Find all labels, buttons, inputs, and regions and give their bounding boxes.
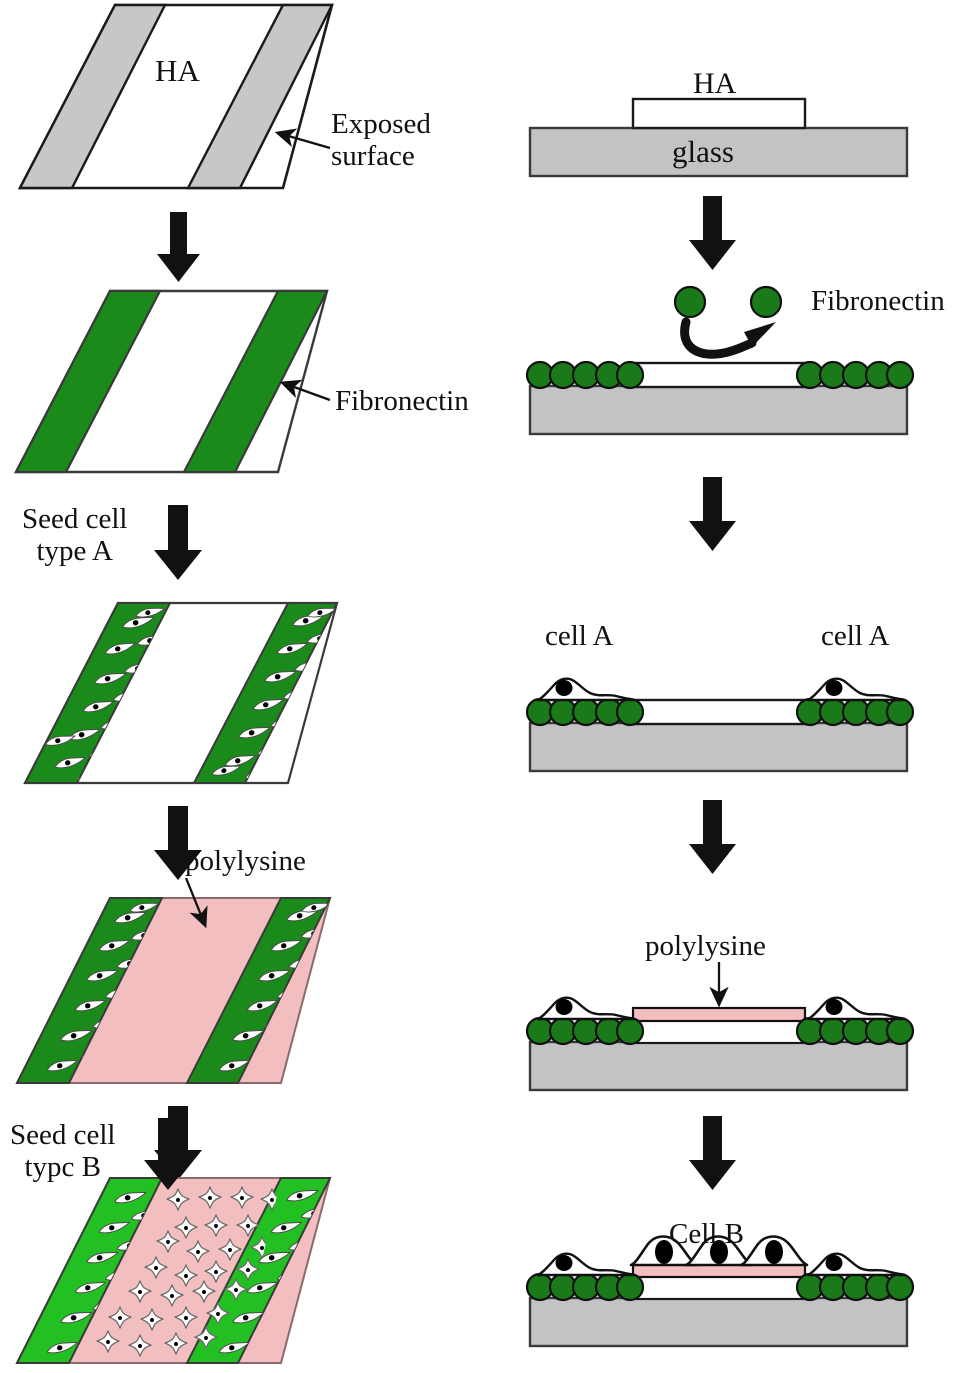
label-glass: glass [672, 134, 734, 169]
label-ha-cross-section: HA [693, 67, 737, 100]
fibronectin-pointer-left [279, 379, 331, 402]
cell-a-side-right [806, 677, 906, 702]
step5-cross-section [525, 1235, 915, 1348]
fibronectin-bead-row-left [525, 697, 645, 727]
arrow-down-left-1 [157, 212, 200, 282]
arrow-down-right-1 [689, 196, 736, 270]
cell-a-side-right [806, 996, 906, 1021]
step4-perspective-sheet [15, 897, 332, 1084]
cell-a-side-right [806, 1252, 906, 1277]
label-ha-perspective: HA [155, 53, 200, 88]
arrow-down-left-3 [154, 806, 202, 880]
polylysine-layer [631, 1006, 807, 1023]
step2-perspective-sheet [14, 289, 329, 474]
step1-perspective-sheet [17, 3, 334, 190]
fibronectin-bead-row-left [525, 1016, 645, 1046]
step3-cross-section [525, 677, 915, 773]
label-seed-cell-type-b: Seed cell typc B [10, 1119, 116, 1184]
label-cell-a-right: cell A [821, 620, 890, 652]
step4-cross-section [525, 962, 915, 1092]
arrow-down-left-2 [154, 505, 202, 580]
label-seed-cell-type-a: Seed cell type A [22, 503, 128, 568]
cell-a-side-left [536, 677, 636, 702]
label-cell-a-left: cell A [545, 620, 614, 652]
cell-a-side-left [536, 1252, 636, 1277]
arrow-down-right-2 [689, 477, 736, 551]
step5-perspective-sheet [15, 1177, 332, 1364]
fibronectin-bead-row-left [525, 1272, 645, 1302]
fibronectin-bead-row-right [795, 360, 915, 390]
cell-b-side-3 [739, 1235, 809, 1267]
label-fibronectin-perspective: Fibronectin [335, 385, 469, 417]
cell-a-side-left [536, 996, 636, 1021]
label-polylysine-perspective: polylysine [185, 845, 306, 877]
label-exposed-surface: Exposed surface [331, 108, 431, 173]
arrow-down-right-4 [689, 1116, 736, 1190]
label-cell-b: Cell B [669, 1218, 744, 1250]
fibronectin-bead-row-right [795, 1272, 915, 1302]
fibronectin-bead-row-left [525, 360, 645, 390]
free-fibronectin-beads [673, 285, 783, 319]
fibronectin-bead-row-right [795, 1016, 915, 1046]
label-polylysine-cross-section: polylysine [645, 930, 766, 962]
fibronectin-curved-arrow [680, 317, 757, 359]
step2-cross-section [525, 285, 915, 436]
label-fibronectin-cross-section: Fibronectin [811, 285, 945, 317]
polylysine-pointer-left [184, 877, 208, 929]
step3-perspective-sheet [23, 601, 339, 785]
fibronectin-bead-row-right [795, 697, 915, 727]
step1-cross-section [528, 97, 909, 178]
arrow-down-right-3 [689, 800, 736, 874]
exposed-surface-pointer [274, 128, 331, 150]
arrow-down-left-5 [144, 1118, 192, 1190]
